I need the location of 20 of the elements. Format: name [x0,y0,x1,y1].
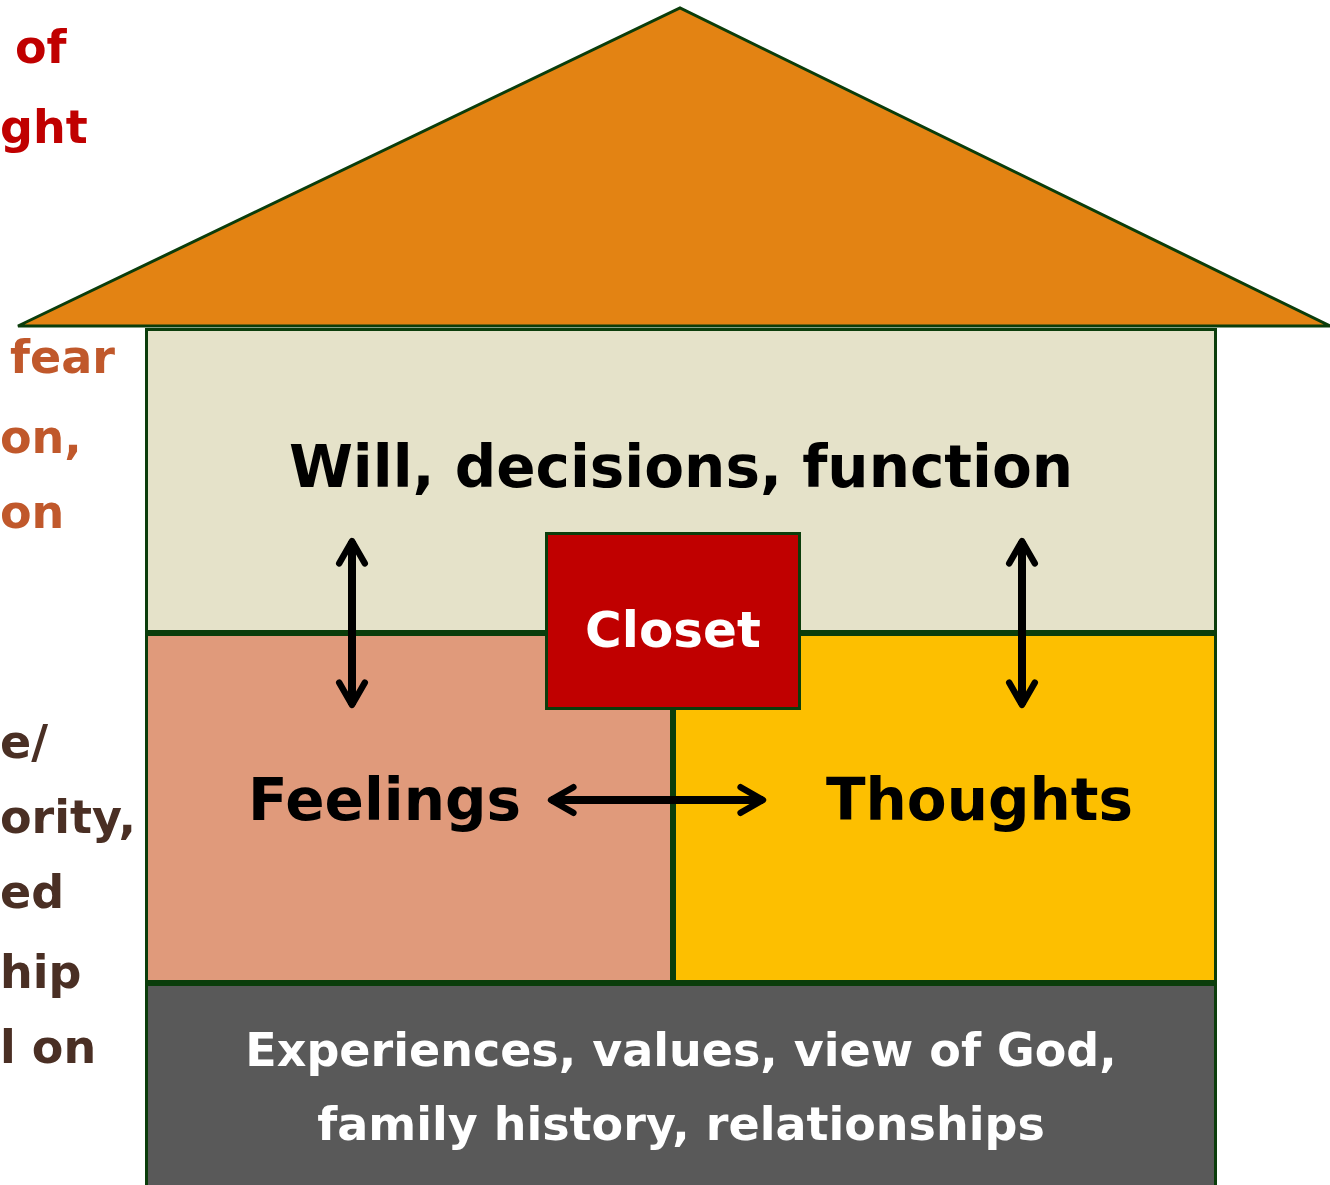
node-label: Thoughts [826,766,1134,834]
node-label: Will, decisions, function [287,432,1075,503]
side-text: on, [0,410,82,464]
double-arrow [336,537,368,709]
double-arrow [547,784,767,816]
side-text: of [15,20,67,74]
double-arrow [1006,537,1038,709]
closet-box [545,532,801,710]
side-text: fear [10,330,115,384]
node-label: Closet [584,600,762,661]
foundation-panel [145,983,1217,1185]
side-text: ority, [0,790,136,844]
side-text: e/ [0,715,48,769]
side-text: on [0,485,65,539]
node-label: Feelings [248,766,522,834]
side-text: ght [0,100,88,154]
side-text: l on [0,1020,97,1074]
side-text: ed [0,865,65,919]
side-text: hip [0,945,82,999]
node-label: Experiences, values, view of God, family history, relationships [244,1022,1118,1153]
